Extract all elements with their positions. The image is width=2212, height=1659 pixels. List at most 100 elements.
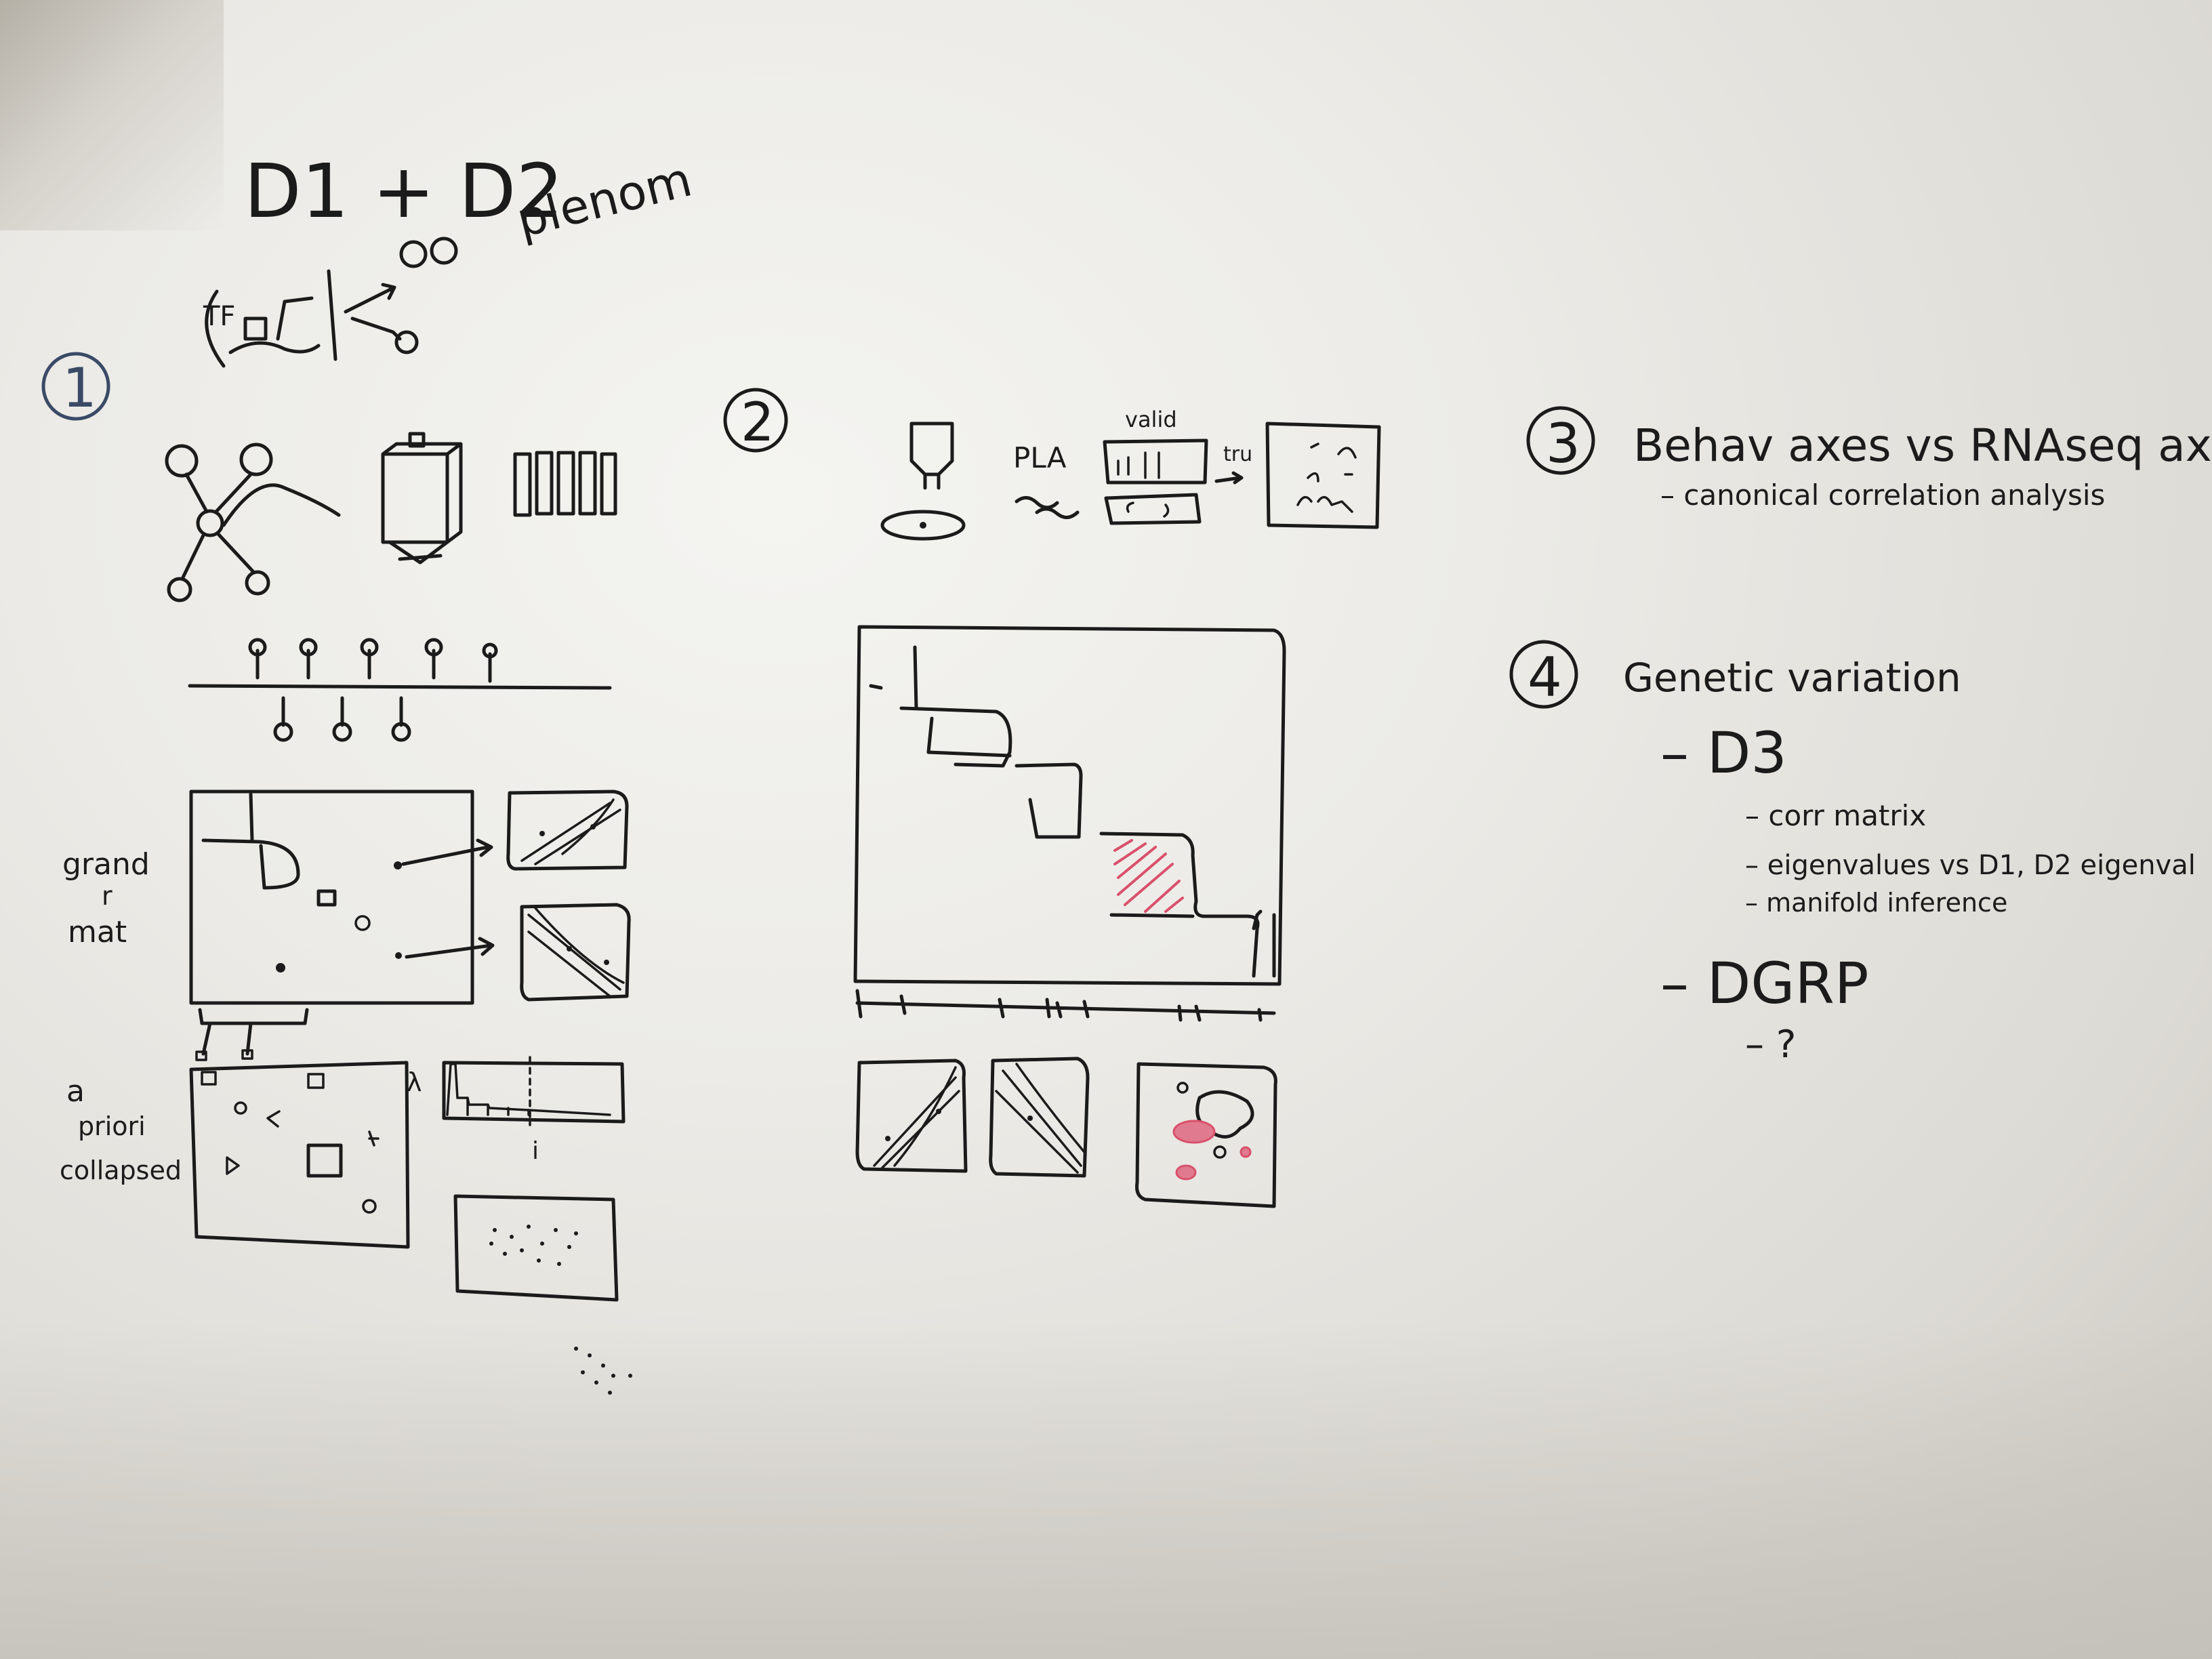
tru-label: tru — [1223, 443, 1252, 466]
cluster-circle — [1176, 1082, 1189, 1094]
grand-matrix — [189, 790, 474, 1005]
dish-center — [920, 522, 926, 529]
matrix-block — [201, 1071, 217, 1086]
valid-box — [1103, 438, 1208, 485]
lambda-label: λ — [407, 1067, 422, 1097]
neuron-circle — [167, 577, 192, 602]
shadow-bottom — [0, 1322, 2212, 1659]
matrix-point — [354, 915, 371, 931]
arrow-down — [350, 316, 402, 341]
scatter-point — [590, 824, 596, 830]
shadow-top-left — [0, 0, 224, 230]
lollipops-down — [273, 696, 411, 742]
section-4-circle — [1509, 640, 1578, 709]
spectrum-frame — [442, 1061, 626, 1124]
wave-icon — [1015, 496, 1080, 519]
matrix-point — [362, 1199, 377, 1214]
microscope-icon — [909, 422, 954, 490]
loose-dots — [574, 1347, 632, 1395]
scatter-lines — [520, 798, 621, 865]
vial — [600, 452, 617, 516]
scatter-thumb-2 — [520, 903, 631, 1002]
dish-icon — [880, 510, 966, 541]
arrow-to-scatter — [405, 937, 495, 959]
label-grand: grand — [62, 847, 150, 882]
arena-base — [388, 540, 449, 565]
result-marks — [1296, 443, 1357, 513]
matrix-mark — [226, 1156, 240, 1175]
section-3-number: 3 — [1546, 412, 1580, 475]
axis-line — [188, 684, 612, 690]
i-label: i — [532, 1137, 539, 1165]
section-3-sub: – canonical correlation analysis — [1660, 478, 2105, 512]
neuron-connections — [181, 472, 341, 579]
section-3-circle — [1526, 406, 1595, 475]
section-2-number: 2 — [741, 392, 775, 453]
collapse-arrow-box — [195, 1050, 207, 1061]
vial — [578, 451, 597, 516]
matrix-point — [234, 1101, 247, 1115]
promoter-arrow — [276, 296, 314, 341]
matrix-point — [276, 963, 285, 972]
scatter-point — [567, 946, 572, 951]
vial — [556, 451, 575, 516]
highlight-block — [1113, 839, 1184, 913]
scatter-point — [885, 1136, 890, 1141]
pla-label: PLA — [1013, 441, 1067, 474]
embedding-dots — [489, 1225, 578, 1266]
neuron-circle — [165, 444, 199, 478]
lollipops-up — [248, 638, 498, 683]
block-2 — [1015, 762, 1083, 839]
vial — [513, 452, 532, 517]
matrix-block — [307, 1073, 325, 1089]
dgrp-label: – DGRP — [1660, 950, 1869, 1017]
divider-line — [327, 269, 337, 361]
neuron-body — [196, 509, 224, 537]
matrix-mark — [266, 1110, 281, 1128]
gene-box — [243, 316, 268, 341]
label-r: r — [102, 881, 112, 911]
matrix-point — [395, 952, 402, 959]
section-4-number: 4 — [1528, 646, 1562, 709]
matrix-point — [394, 861, 402, 869]
arena-top — [408, 432, 426, 448]
cluster-scatter-2 — [989, 1057, 1090, 1178]
block-1 — [869, 645, 1012, 768]
scatter-lines — [873, 1066, 960, 1170]
tf-label: TF — [203, 301, 235, 332]
scatter-point — [1027, 1115, 1033, 1121]
cluster-highlight — [1240, 1146, 1252, 1158]
neuron-circle — [245, 570, 270, 596]
matrix-blocks — [201, 792, 300, 890]
arrow-right — [1214, 471, 1244, 485]
label-priori: priori — [78, 1111, 146, 1141]
question-label: – ? — [1745, 1023, 1797, 1067]
cluster-circle — [1213, 1145, 1227, 1159]
spectrum-bars — [446, 1063, 611, 1116]
scatter-lines — [995, 1063, 1086, 1174]
section-1-number: 1 — [62, 356, 97, 419]
result-box — [1265, 422, 1381, 529]
arena-box — [381, 442, 463, 544]
matrix-mark — [368, 1130, 380, 1147]
cell-circle — [394, 330, 419, 354]
scatter-point — [936, 1109, 941, 1114]
section-3-title: Behav axes vs RNAseq axes — [1633, 419, 2212, 472]
block-4 — [1252, 909, 1276, 978]
section-1-circle — [41, 352, 110, 421]
section-2-circle — [723, 388, 788, 453]
scatter-thumb-1 — [506, 790, 629, 871]
label-collapsed: collapsed — [60, 1155, 182, 1185]
cell-circle — [399, 240, 428, 268]
bracket-left — [205, 289, 226, 368]
cluster-highlight — [1175, 1164, 1197, 1181]
scatter-point — [604, 960, 609, 965]
section-4-title: Genetic variation — [1623, 655, 1961, 701]
cluster-scatter-1 — [855, 1059, 968, 1173]
matrix-block — [306, 1143, 343, 1178]
embedding-box — [453, 1194, 619, 1302]
collapse-bracket — [198, 1008, 309, 1056]
label-a: a — [66, 1074, 85, 1109]
item-manifold: – manifold inference — [1745, 888, 2007, 918]
